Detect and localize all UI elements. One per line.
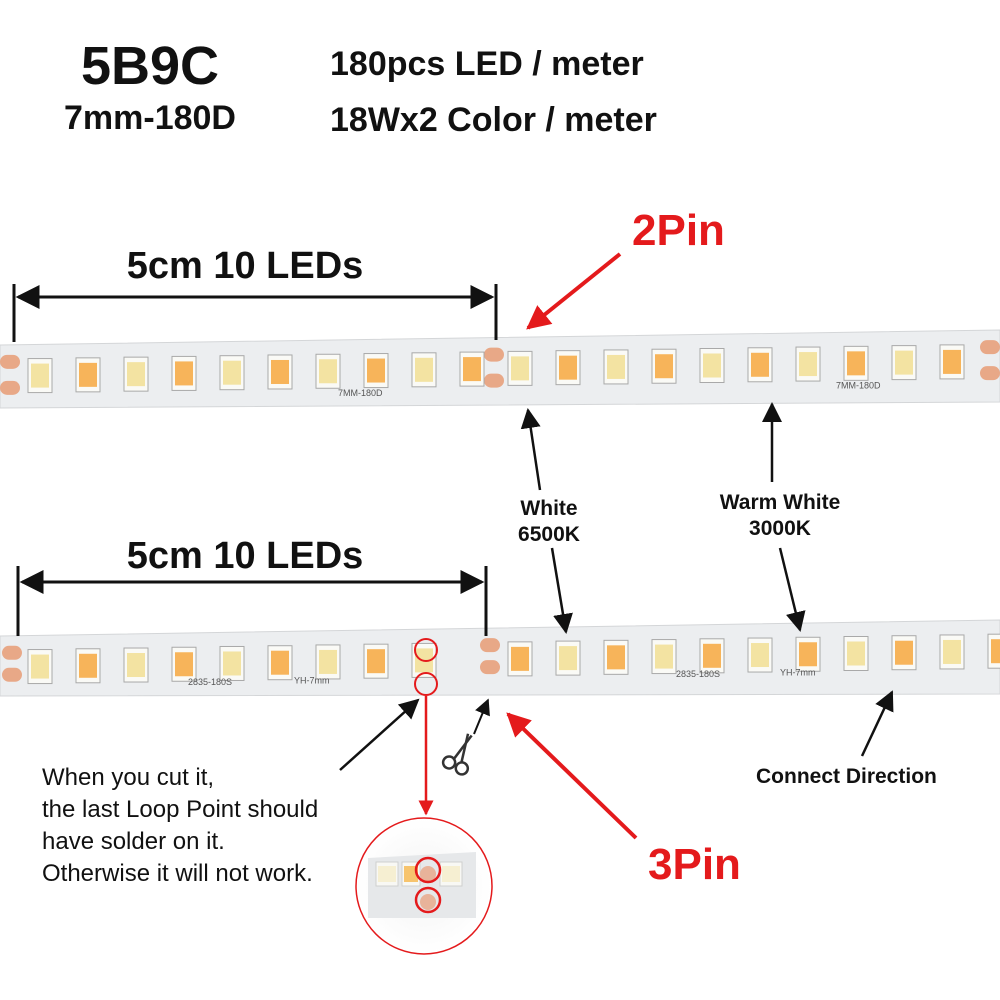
led-white <box>655 644 673 669</box>
led-warm-white <box>847 351 865 376</box>
pcb-print-text: 7MM-180D <box>338 388 383 398</box>
arrow-loop-point <box>339 698 420 771</box>
led-white <box>799 352 817 377</box>
solder-pad <box>980 366 1000 381</box>
label-warm-white-name: Warm White <box>719 491 841 514</box>
solder-pad <box>480 638 500 653</box>
led-white <box>31 363 49 388</box>
led-white <box>943 639 961 664</box>
led-white <box>511 356 529 381</box>
led-warm-white <box>463 357 481 382</box>
loop-point-circle-bottom <box>414 672 438 696</box>
led-white <box>847 641 865 666</box>
spec-power: 18Wx2 Color / meter <box>330 101 657 139</box>
led-white <box>559 646 577 671</box>
label-white: White 6500K <box>504 496 594 548</box>
led-warm-white <box>367 649 385 674</box>
bottom-dimension-line <box>16 566 488 636</box>
led-white <box>607 354 625 379</box>
led-warm-white <box>607 645 625 670</box>
solder-pad <box>0 354 20 369</box>
note-line-2: the last Loop Point should <box>42 796 319 823</box>
note-line-3: have solder on it. <box>42 828 225 855</box>
top-dimension-line <box>12 284 498 342</box>
label-warm-white: Warm White 3000K <box>700 490 860 542</box>
zoom-detail <box>355 817 493 955</box>
led-warm-white <box>367 358 385 383</box>
arrow-3pin <box>506 712 638 840</box>
led-white <box>895 350 913 375</box>
bottom-led-strip: 2835-180S YH-7mm 2835-180S YH-7mm <box>0 619 1000 697</box>
solder-pad <box>2 667 22 682</box>
label-white-temp: 6500K <box>518 523 580 546</box>
top-dimension-label: 5cm 10 LEDs <box>126 245 364 287</box>
pcb-print-text: 2835-180S <box>188 677 232 687</box>
led-warm-white <box>79 362 97 387</box>
spec-led-density: 180pcs LED / meter <box>330 45 644 83</box>
label-3pin: 3Pin <box>648 840 741 889</box>
solder-pad <box>484 347 504 362</box>
arrow-2pin <box>526 252 622 330</box>
led-warm-white <box>175 361 193 386</box>
led-warm-white <box>991 639 1000 664</box>
scissors-icon <box>441 733 473 776</box>
note-line-1: When you cut it, <box>42 764 215 791</box>
top-led-strip: 7MM-180D 7MM-180D <box>0 329 1000 409</box>
arrow-white-down <box>550 547 573 634</box>
led-warm-white <box>703 643 721 668</box>
led-white <box>127 362 145 387</box>
arrow-white-up <box>520 408 542 491</box>
led-warm-white <box>175 652 193 677</box>
solder-pad <box>484 373 504 388</box>
solder-pad <box>2 645 22 660</box>
led-white <box>703 353 721 378</box>
led-warm-white <box>895 640 913 665</box>
led-white <box>751 643 769 668</box>
loop-point-circle-top <box>414 638 438 662</box>
pcb-print-text: YH-7mm <box>780 668 816 678</box>
pcb-print-text: 7MM-180D <box>836 380 881 390</box>
bottom-dimension-label: 5cm 10 LEDs <box>126 535 364 577</box>
pcb-print-text: YH-7mm <box>294 675 330 685</box>
led-white <box>319 649 337 674</box>
model-number: 5B9C <box>80 36 220 96</box>
led-warm-white <box>799 642 817 667</box>
solder-pad <box>980 340 1000 355</box>
led-white <box>223 360 241 385</box>
top-led-row: 7MM-180D 7MM-180D <box>0 340 1000 398</box>
led-white <box>127 653 145 678</box>
arrow-warm-down <box>778 547 806 632</box>
led-white <box>223 651 241 676</box>
led-white <box>415 357 433 382</box>
led-warm-white <box>271 650 289 675</box>
arrow-cut-point <box>473 698 490 735</box>
led-warm-white <box>271 359 289 384</box>
bottom-led-row: 2835-180S YH-7mm 2835-180S YH-7mm <box>2 633 1000 687</box>
led-warm-white <box>655 354 673 379</box>
led-warm-white <box>511 646 529 671</box>
pcb-print-text: 2835-180S <box>676 669 720 679</box>
solder-pad <box>480 660 500 675</box>
arrow-connect-direction <box>860 690 894 757</box>
solder-pad <box>0 380 20 395</box>
label-2pin: 2Pin <box>632 206 725 255</box>
label-connect-direction: Connect Direction <box>756 765 937 788</box>
led-warm-white <box>559 355 577 380</box>
led-white <box>319 359 337 384</box>
label-warm-white-temp: 3000K <box>749 517 811 540</box>
led-white <box>31 654 49 679</box>
led-warm-white <box>943 349 961 374</box>
label-white-name: White <box>520 497 578 520</box>
led-warm-white <box>751 352 769 377</box>
note-line-4: Otherwise it will not work. <box>42 860 313 887</box>
cut-instruction-note: When you cut it, the last Loop Point sho… <box>42 762 318 890</box>
led-warm-white <box>79 653 97 678</box>
model-subtitle: 7mm-180D <box>64 99 236 137</box>
